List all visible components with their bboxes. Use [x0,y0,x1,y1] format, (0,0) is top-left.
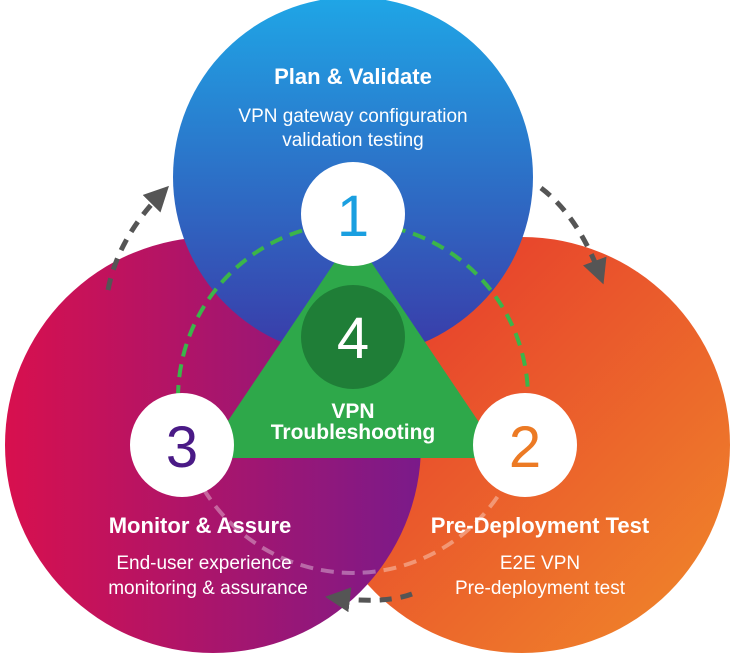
stage-2-description-line-2: Pre-deployment test [455,578,626,599]
stage-1-title: Plan & Validate [274,64,432,89]
stage-3-description-line-1: End-user experience [116,553,291,574]
center-number: 4 [337,306,369,371]
stage-2-number-badge [473,393,577,497]
stage-1-number: 1 [337,184,369,249]
cycle-arrow-1-to-2 [539,186,607,285]
center-title-line-1: VPN [331,400,374,423]
center-number-badge [301,285,405,389]
stage-1-description-line-2: validation testing [282,130,424,151]
center-title-line-2: Troubleshooting [271,421,435,444]
stage-2-title: Pre-Deployment Test [431,513,650,538]
cycle-arrow-2-to-3 [325,587,413,613]
stage-3-title: Monitor & Assure [109,513,292,538]
stage-3-number-badge [130,393,234,497]
stage-1-number-badge [301,162,405,266]
stage-3-number: 3 [166,415,198,480]
stage-2-description-line-1: E2E VPN [500,553,580,574]
stage-3-description-line-2: monitoring & assurance [108,578,308,599]
cycle-arrow-3-to-1 [105,185,169,291]
stage-2-number: 2 [509,415,541,480]
stage-1-description-line-1: VPN gateway configuration [238,106,467,127]
